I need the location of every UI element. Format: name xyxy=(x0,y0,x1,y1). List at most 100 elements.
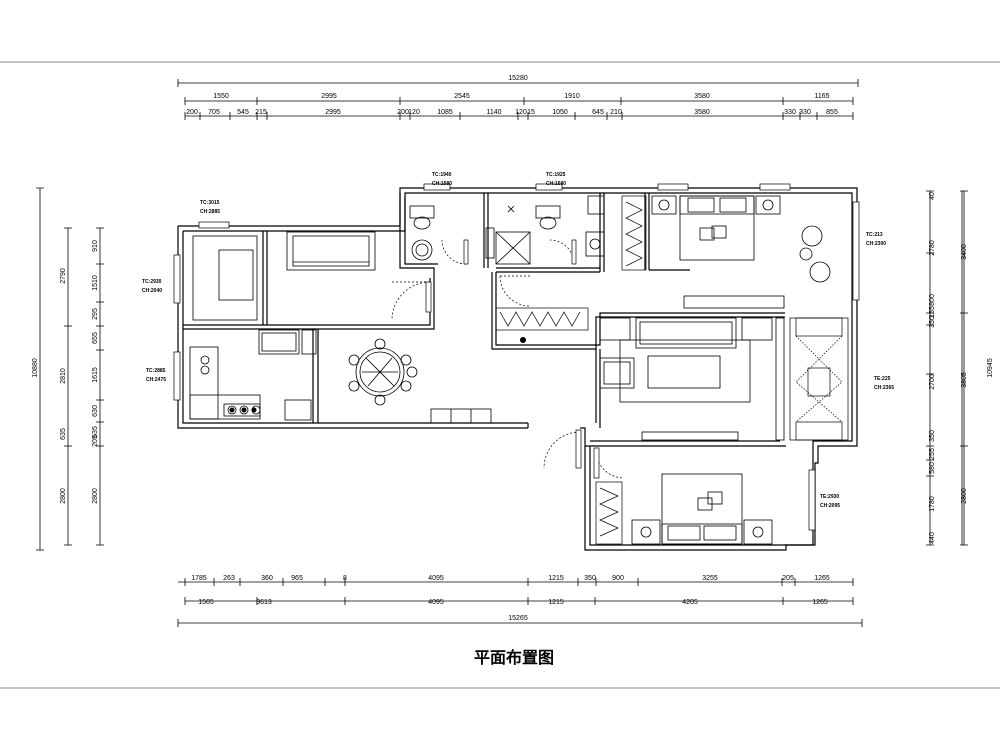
dim-top2-1: 200 xyxy=(186,109,198,116)
master-bedroom-furniture xyxy=(651,195,831,309)
room-tag-bottom: CH:1580 xyxy=(546,181,566,187)
dim-top2-17: 330 xyxy=(799,109,811,116)
dim-bot-9: 900 xyxy=(612,575,624,582)
dim-left-4: 295 xyxy=(92,308,99,320)
dim-left-1: 910 xyxy=(92,240,99,252)
room-tag-bottom: CH:2040 xyxy=(142,288,162,294)
dim-top2-13: 645 xyxy=(592,109,604,116)
dim-left-3: 1510 xyxy=(92,275,99,291)
dim-right-2: 2780 xyxy=(929,240,936,256)
room-tag-bottom: CH:2475 xyxy=(146,377,166,383)
kitchen-stove xyxy=(223,403,261,417)
dim-right-3: 800 xyxy=(929,294,936,306)
room-tag-top: TC:1925 xyxy=(546,172,566,178)
room-tag-bottom: CH:2365 xyxy=(874,385,894,391)
dim-left-7: 1615 xyxy=(92,367,99,383)
dim-top2-3: 545 xyxy=(237,109,249,116)
dim-bot-8: 350 xyxy=(584,575,596,582)
dim-right-11: 440 xyxy=(929,532,936,544)
doors xyxy=(391,239,625,479)
dim-left-8: 630 xyxy=(92,405,99,417)
dim-bot-11: 205 xyxy=(782,575,794,582)
dim-top-overall: 15280 xyxy=(508,75,528,82)
dim-bot-5: 8 xyxy=(343,575,347,582)
windows xyxy=(173,183,860,531)
dim-left-13: 2800 xyxy=(92,488,99,504)
dim-bot2-2: 3613 xyxy=(256,599,272,606)
dim-left-10: 205 xyxy=(92,435,99,447)
floor-drain-icon xyxy=(520,337,526,343)
dim-right-12: 3400 xyxy=(961,244,968,260)
dim-top2-2: 705 xyxy=(208,109,220,116)
dim-bot2-6: 1265 xyxy=(812,599,828,606)
dim-right-14: 2800 xyxy=(961,488,968,504)
wardrobes xyxy=(495,195,647,545)
room-tag-top: TC:2885 xyxy=(146,368,166,374)
dim-left-6: 2810 xyxy=(60,368,67,384)
dim-bot-7: 1215 xyxy=(548,575,564,582)
dimension-ticks xyxy=(36,79,968,627)
dim-right-9: 580 xyxy=(929,462,936,474)
dining-table xyxy=(348,338,418,406)
dim-top-4: 1910 xyxy=(564,93,580,100)
dim-bot2-1: 1565 xyxy=(198,599,214,606)
dim-right-5: 350 xyxy=(929,316,936,328)
dim-bot2-5: 4205 xyxy=(682,599,698,606)
drawing-title: 平面布置图 xyxy=(474,648,554,667)
room-tag-bottom: CH:2885 xyxy=(200,209,220,215)
dim-bot-1: 1785 xyxy=(191,575,207,582)
dim-right-8: 255 xyxy=(929,448,936,460)
room-tag-top: TE:2930 xyxy=(820,494,839,500)
dim-right-10: 1780 xyxy=(929,496,936,512)
dim-left-9: 635 xyxy=(60,428,67,440)
dim-top2-11: 15 xyxy=(527,109,535,116)
dim-top2-12: 1050 xyxy=(552,109,568,116)
right-dimensions: 10945 40 2780 800 155 350 2700 350 255 5… xyxy=(929,192,994,544)
dim-right-1: 40 xyxy=(929,192,936,200)
dim-bot-10: 3255 xyxy=(702,575,718,582)
bathroom-fixtures xyxy=(409,195,605,265)
bottom-dimensions: 1785 263 360 965 8 4095 1215 350 900 325… xyxy=(191,575,830,622)
dim-top2-8: 1085 xyxy=(437,109,453,116)
dim-left-2: 2790 xyxy=(60,268,67,284)
left-dimensions: 10880 910 2790 1510 295 655 2810 1615 63… xyxy=(32,240,99,504)
dim-top-1: 1550 xyxy=(213,93,229,100)
room-tag-top: TC:2930 xyxy=(142,279,162,285)
dim-right-6: 2700 xyxy=(929,374,936,390)
living-room-furniture xyxy=(599,317,785,441)
dim-top2-6: 200 xyxy=(397,109,409,116)
dim-bot-6: 4095 xyxy=(428,575,444,582)
room-tag-top: TC:1940 xyxy=(432,172,452,178)
room-tag-bottom: CH:2095 xyxy=(820,503,840,509)
dim-bot-4: 965 xyxy=(291,575,303,582)
dim-top-2: 2995 xyxy=(321,93,337,100)
room-tag-bottom: CH:2300 xyxy=(866,241,886,247)
kitchen-furniture xyxy=(189,329,317,421)
room-tag-bottom: CH:1580 xyxy=(432,181,452,187)
dim-top-6: 1165 xyxy=(814,93,829,100)
room-tag-top: TE:225 xyxy=(874,376,891,382)
dim-top2-7: 120 xyxy=(408,109,420,116)
dim-right-4: 155 xyxy=(929,306,936,318)
dim-bot-12: 1265 xyxy=(814,575,830,582)
room-tag-top: TC:3015 xyxy=(200,200,220,206)
dim-bot-2: 263 xyxy=(223,575,235,582)
dim-bot2-3: 4095 xyxy=(428,599,444,606)
top-dimensions: 15280 1550 2995 2545 1910 3580 1165 200 … xyxy=(186,75,838,116)
dim-bot2-4: 1215 xyxy=(548,599,564,606)
dim-bottom-overall: 15265 xyxy=(508,615,528,622)
dim-bot-3: 360 xyxy=(261,575,273,582)
dim-top2-9: 1140 xyxy=(486,109,501,116)
dim-right-13: 3805 xyxy=(961,372,968,388)
dim-top-3: 2545 xyxy=(454,93,470,100)
second-bedroom-furniture xyxy=(631,473,773,545)
walls xyxy=(177,187,858,551)
dim-top2-10: 120 xyxy=(515,109,527,116)
room-tags: TC:3015 CH:2885 TC:2930 CH:2040 TC:1940 … xyxy=(142,172,894,509)
dim-right-7: 350 xyxy=(929,430,936,442)
balcony-pattern xyxy=(789,317,849,441)
door-leaves xyxy=(425,239,600,479)
dim-left-11: 635 xyxy=(92,426,99,438)
dim-right-overall: 10945 xyxy=(987,358,994,378)
sideboard xyxy=(430,408,492,424)
